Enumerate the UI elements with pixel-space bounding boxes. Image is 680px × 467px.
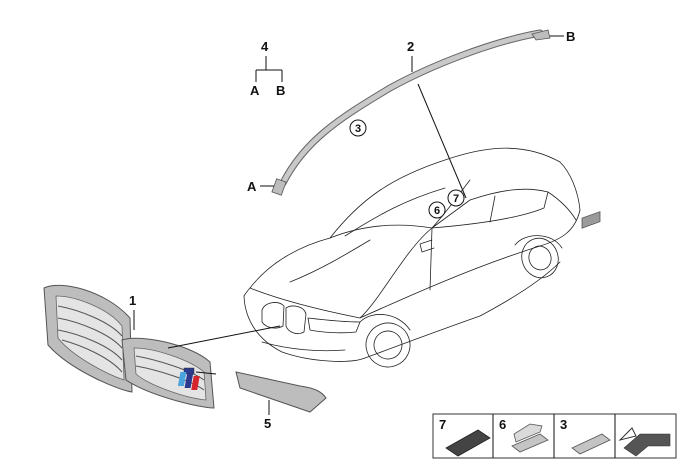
vehicle-body-outline (243, 147, 581, 368)
svg-text:6: 6 (434, 205, 440, 217)
circled-6: 6 (428, 201, 446, 219)
end-label-a: A (247, 179, 257, 194)
kidney-grille (43, 284, 215, 409)
roof-rail-strip (271, 29, 551, 196)
group-label-a: A (250, 83, 260, 98)
legend-strip: 7 6 3 (432, 211, 677, 459)
legend-label-6: 6 (499, 417, 506, 432)
m-badge (177, 371, 327, 413)
callout-2: 2 (407, 39, 414, 54)
svg-text:7: 7 (453, 193, 459, 205)
callout-4: 4 (261, 39, 269, 54)
legend-label-7: 7 (439, 417, 446, 432)
clip-icon (511, 433, 549, 453)
circled-3: 3 (349, 119, 367, 137)
group-4-bracket: 4 A B (250, 39, 285, 98)
group-label-b: B (276, 83, 285, 98)
clip-holder-icon (571, 433, 611, 455)
callout-5: 5 (264, 416, 271, 431)
foam-pad-icon (445, 429, 491, 457)
end-label-b: B (566, 29, 575, 44)
arrow-icon (623, 433, 671, 457)
legend-label-3: 3 (560, 417, 567, 432)
svg-text:3: 3 (355, 123, 361, 135)
circled-7: 7 (447, 189, 465, 207)
callout-1: 1 (129, 293, 136, 308)
